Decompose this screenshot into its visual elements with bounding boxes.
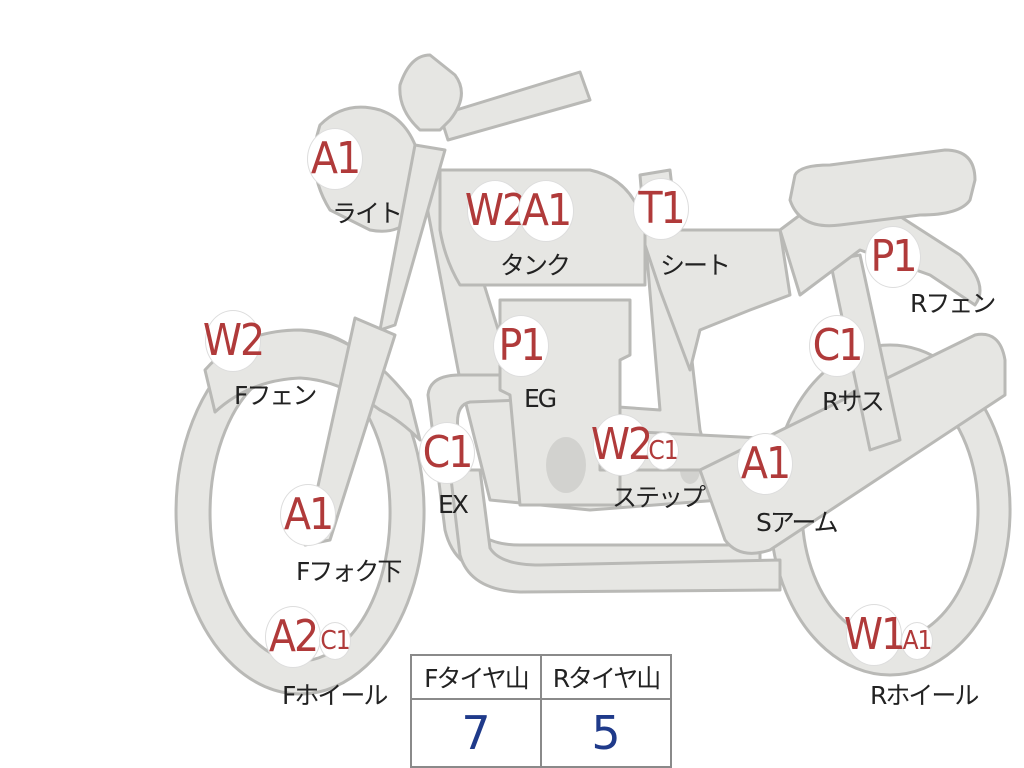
label-swing-arm: Sアーム	[756, 508, 839, 537]
tag-front-fender-1: W2	[203, 310, 265, 372]
swing-arm-shape	[698, 332, 1007, 555]
tag-front-wheel-2: C1	[319, 622, 351, 660]
tag-step-1: W2	[591, 414, 653, 476]
tag-rear-fender-1: P1	[865, 226, 921, 288]
tag-exhaust-1: C1	[419, 422, 475, 484]
label-engine: EG	[524, 384, 557, 413]
label-front-fork-lower: Fフォク下	[296, 557, 402, 586]
tag-swing-arm-1: A1	[737, 433, 793, 495]
seat-shape	[638, 228, 792, 372]
label-front-wheel: Fホイール	[282, 681, 388, 710]
engine-cover-shape	[546, 437, 586, 493]
tag-tank-1: W2	[465, 180, 527, 242]
tag-engine-1: P1	[493, 315, 549, 377]
label-rear-wheel: Rホイール	[870, 681, 979, 710]
tag-front-wheel-1: A2	[265, 606, 321, 668]
front-tread-header: Fタイヤ山	[410, 654, 542, 700]
front-fork-shape	[378, 143, 447, 332]
front-tread-value: 7	[410, 698, 542, 768]
tag-rear-wheel-1: W1	[844, 604, 906, 666]
mirror-shape	[398, 53, 463, 132]
tire-tread-header-row: Fタイヤ山 Rタイヤ山	[410, 654, 672, 700]
label-exhaust: EX	[438, 490, 469, 519]
rear-tread-header: Rタイヤ山	[540, 654, 672, 700]
tag-tank-2: A1	[518, 180, 574, 242]
muffler-shape	[448, 468, 782, 594]
tag-step-2: C1	[647, 432, 679, 470]
label-rear-fender: Rフェン	[910, 289, 996, 318]
label-tank: タンク	[500, 251, 571, 280]
tire-tread-table: Fタイヤ山 Rタイヤ山 7 5	[410, 654, 672, 768]
tag-seat-1: T1	[633, 178, 689, 240]
tag-light-1: A1	[307, 128, 363, 190]
label-light: ライト	[332, 199, 403, 228]
label-front-fender: Fフェン	[234, 381, 317, 410]
rear-cowl-shape	[788, 148, 977, 228]
tag-rear-wheel-2: A1	[901, 622, 933, 660]
tag-front-fork-lower-1: A1	[280, 484, 336, 546]
handlebar-shape	[438, 70, 592, 142]
tire-tread-value-row: 7 5	[410, 698, 672, 768]
rear-tread-value: 5	[540, 698, 672, 768]
label-seat: シート	[660, 251, 731, 280]
label-rear-suspension: Rサス	[822, 387, 885, 416]
label-step: ステップ	[612, 483, 706, 512]
tag-rear-suspension-1: C1	[809, 315, 865, 377]
